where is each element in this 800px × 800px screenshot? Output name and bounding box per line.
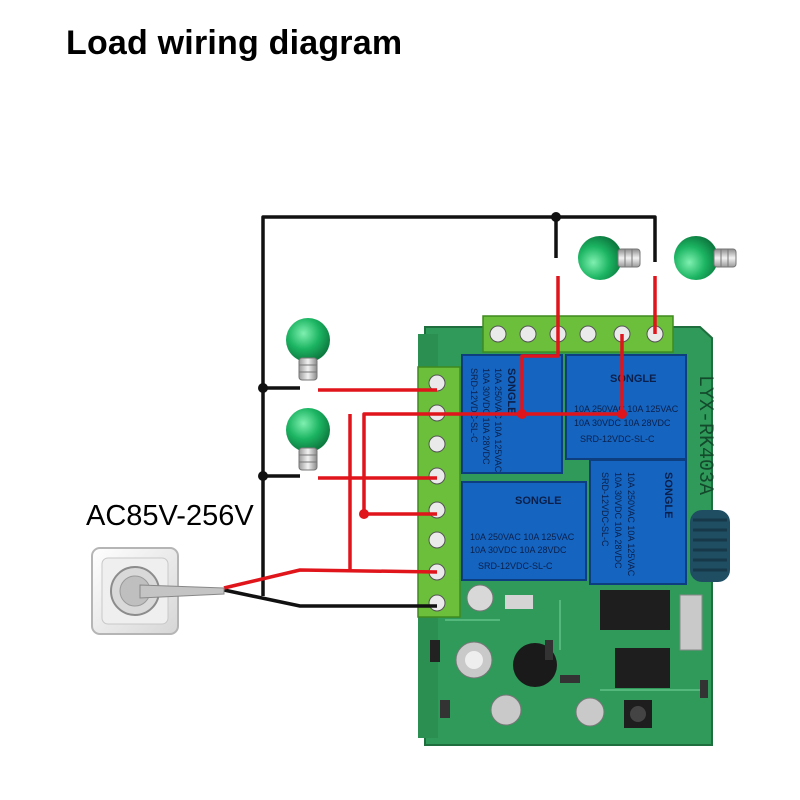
relay-rating: 10A 250VAC 10A 125VAC [493,368,503,473]
bulb-icon [674,236,737,280]
relay-rating: 10A 30VDC 10A 28VDC [574,418,671,428]
junction-dot [258,383,268,393]
relay-model: SRD-12VDC-SL-C [469,368,479,443]
relay-rating: 10A 250VAC 10A 125VAC [470,532,575,542]
junction-dot [617,409,627,419]
chip [615,648,670,688]
terminal-screw [489,325,507,343]
chip [600,590,670,630]
relay-rating: 10A 30VDC 10A 28VDC [613,472,623,569]
power-voltage-label: AC85V-256V [86,500,254,532]
bulb-icon [578,236,641,280]
diagram-title: Load wiring diagram [66,24,403,62]
terminal-screw [519,325,537,343]
relay-model: SRD-12VDC-SL-C [478,561,553,571]
junction-dot [258,471,268,481]
terminal-screw [428,594,446,612]
bulb-icon [286,318,330,381]
capacitor [490,694,522,726]
neutral-wire [223,588,437,608]
relay-model: SRD-12VDC-SL-C [600,472,610,547]
relay-brand: SONGLE [610,373,656,385]
crystal [679,594,703,651]
load-wire [520,276,560,414]
terminal-screw [428,531,446,549]
board-model-label: LYX-RK403A [693,375,716,495]
neutral-wires [223,215,657,608]
bulb-icon [286,408,330,471]
live-junctions [359,409,627,519]
junction-dot [551,212,561,222]
relay-brand: SONGLE [505,368,517,414]
relay-rating: 10A 30VDC 10A 28VDC [470,545,567,555]
relay-rating: 10A 30VDC 10A 28VDC [481,368,491,465]
relay-rating: 10A 250VAC 10A 125VAC [574,404,679,414]
relay-model: SRD-12VDC-SL-C [580,434,655,444]
plug-icon [110,566,225,616]
antenna-icon [690,510,730,582]
terminal-screw [428,435,446,453]
capacitor [466,584,494,612]
relay-rating: 10A 250VAC 10A 125VAC [626,472,636,577]
relay-brand: SONGLE [662,472,674,518]
neutral-wire [261,215,657,596]
top-terminal-block [482,315,674,353]
relay-3: SONGLE 10A 250VAC 10A 125VAC 10A 30VDC 1… [461,481,587,581]
terminal-screw [579,325,597,343]
relay-brand: SONGLE [515,495,561,507]
left-terminal-block [417,366,461,618]
junction-dot [359,509,369,519]
live-wire [223,568,438,590]
terminal-screw [428,467,446,485]
junction-dot [517,409,527,419]
relay-4: SONGLE 10A 250VAC 10A 125VAC 10A 30VDC 1… [589,459,687,585]
wire-junctions [258,212,561,481]
relay-2: SONGLE 10A 250VAC 10A 125VAC 10A 30VDC 1… [565,354,687,460]
common-wire [362,412,437,516]
live-wires [223,276,657,590]
capacitor [575,697,605,727]
